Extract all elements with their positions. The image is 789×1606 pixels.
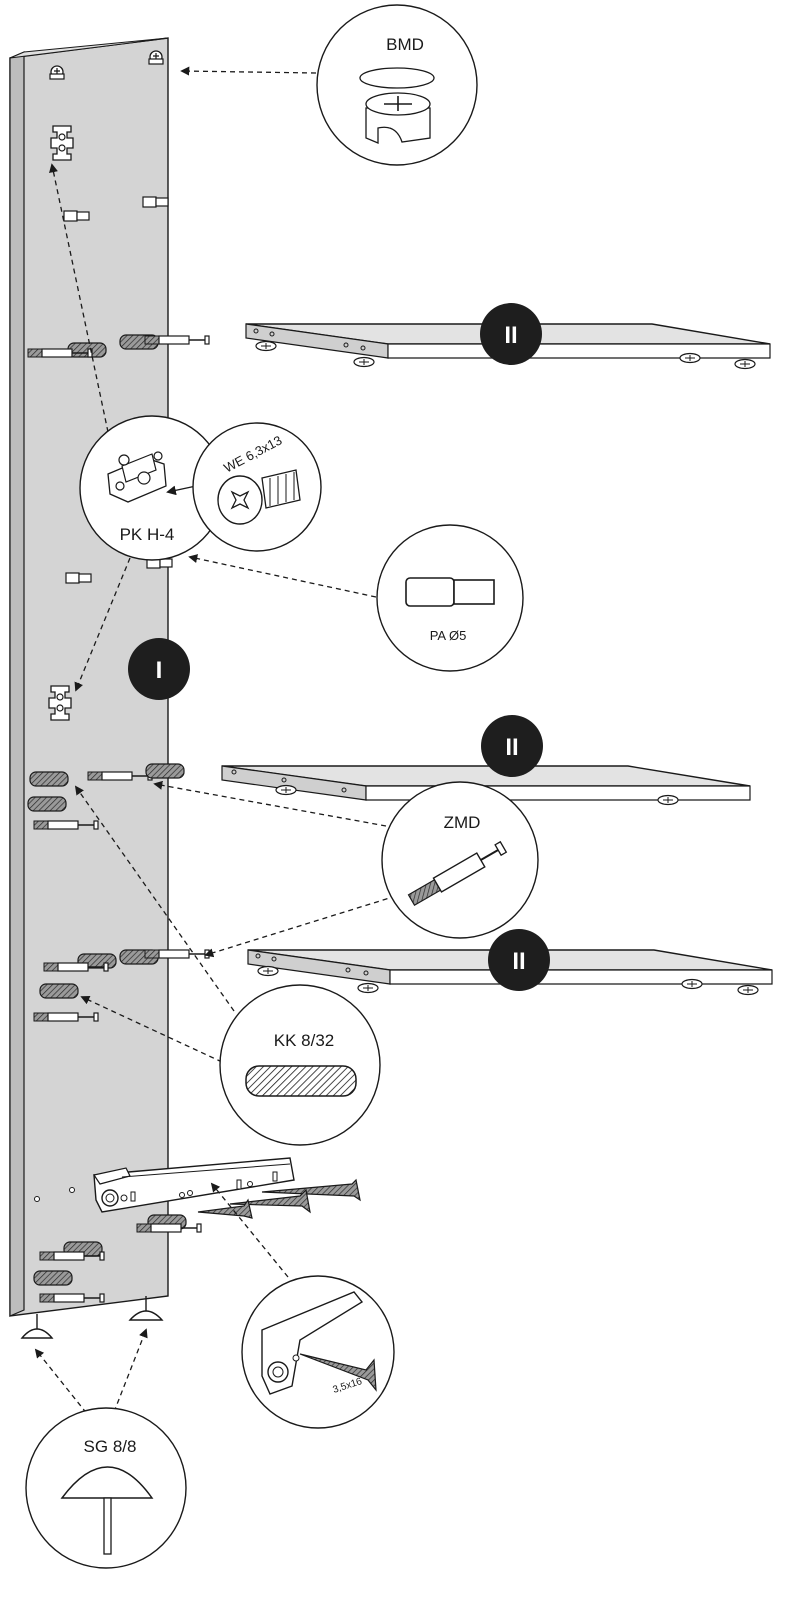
svg-text:PK H-4: PK H-4 (120, 525, 175, 544)
connector-bolt-icon (407, 840, 508, 907)
svg-text:I: I (156, 657, 163, 684)
svg-text:BMD: BMD (386, 35, 424, 54)
callout-bmd: BMD (316, 4, 478, 166)
svg-text:II: II (512, 948, 525, 975)
svg-text:II: II (505, 734, 518, 761)
shelf-pin-icon (405, 577, 495, 607)
dowel-icon (29, 771, 69, 787)
glide-foot-icon (60, 1466, 154, 1555)
rail-bracket-icon (93, 1157, 295, 1213)
cam-lock-icon (359, 67, 435, 144)
leader-lines (34, 66, 397, 1421)
shelf-pin-icon (63, 210, 90, 222)
badge-side-panel: I (128, 638, 190, 700)
badge-shelf-bottom: II (488, 929, 550, 991)
badge-shelf-top: II (480, 303, 542, 365)
shelf-pin-icon (65, 572, 92, 584)
connector-bolt-icon (136, 1223, 202, 1233)
dowel-icon (67, 342, 107, 358)
callout-kk: KK 8/32 (219, 984, 381, 1146)
svg-text:PA Ø5: PA Ø5 (430, 628, 467, 643)
hinge-plate-icon (50, 125, 74, 161)
svg-text:ZMD: ZMD (444, 813, 481, 832)
glide-foot-icon (20, 1296, 164, 1339)
dowel-icon (39, 983, 79, 999)
dowel-icon (245, 1065, 357, 1097)
dowel-icon (33, 1270, 73, 1286)
hinge-plate-icon (107, 451, 167, 503)
rail-bracket-icon (261, 1291, 364, 1395)
dowel-icon (27, 796, 67, 812)
hinge-plate-icon (48, 685, 72, 721)
callout-sg: SG 8/8 (25, 1407, 187, 1569)
svg-text:II: II (504, 322, 517, 349)
screw-icon (299, 1353, 377, 1392)
cam-lock-icon (49, 65, 65, 80)
cam-lock-icon (148, 50, 164, 65)
screw-icon (217, 469, 301, 525)
badge-shelf-middle: II (481, 715, 543, 777)
svg-text:SG 8/8: SG 8/8 (84, 1437, 137, 1456)
shelf-pin-icon (142, 196, 169, 208)
callout-zmd: ZMD (381, 781, 539, 939)
callout-pa: PA Ø5 (376, 524, 524, 672)
panel-hardware (27, 50, 210, 1303)
connector-bolt-icon (144, 949, 210, 959)
dowel-icon (145, 763, 185, 779)
callout-screw: 3,5x16 (241, 1275, 395, 1429)
callout-pk: PK H-4 (79, 415, 225, 561)
svg-text:KK 8/32: KK 8/32 (274, 1031, 335, 1050)
screw-icon (197, 1178, 361, 1219)
connector-bolt-icon (144, 335, 210, 345)
callout-we: WE 6,3x13 (192, 422, 322, 552)
